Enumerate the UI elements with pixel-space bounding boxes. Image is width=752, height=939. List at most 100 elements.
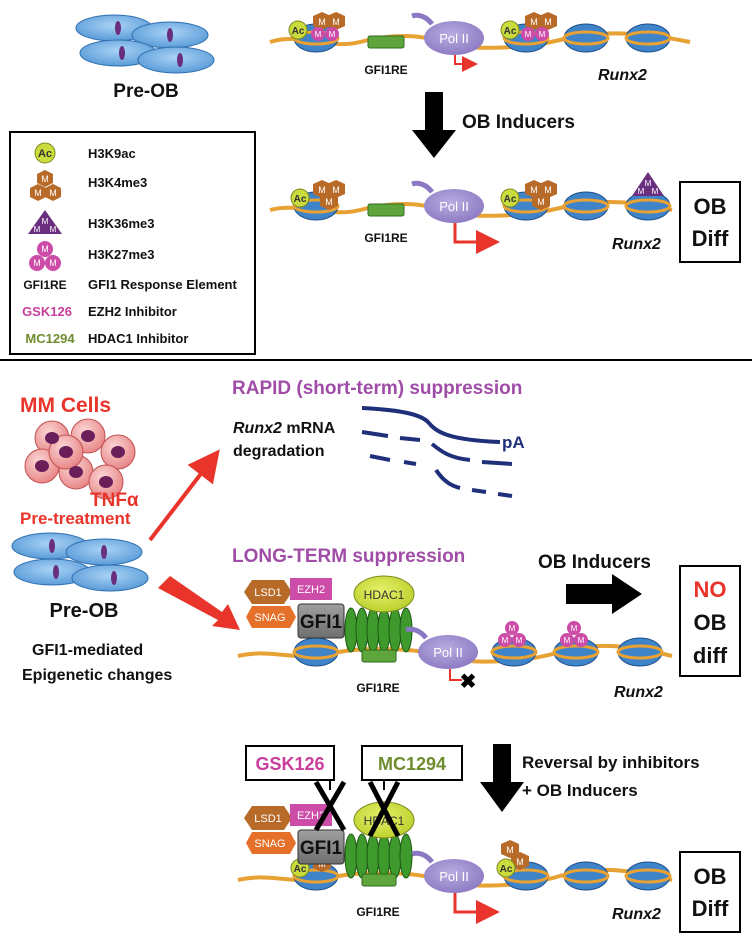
gfi1re-element-reversed [361, 873, 397, 887]
ob-diff-line1-top: OB [694, 194, 727, 219]
legend-gsk126-text: EZH2 Inhibitor [88, 304, 177, 319]
mc1294-label: MC1294 [378, 754, 446, 774]
svg-text:M: M [537, 197, 545, 207]
legend-gfi1re-text: GFI1 Response Element [88, 277, 237, 292]
legend-box [9, 131, 256, 355]
svg-text:M: M [578, 636, 585, 645]
gfi1re-element-top [367, 35, 405, 49]
ob-diff-line2-top: Diff [692, 226, 729, 251]
svg-text:M: M [34, 225, 41, 234]
preob-label-top: Pre-OB [113, 81, 178, 102]
svg-text:Ac: Ac [504, 194, 517, 205]
svg-text:M: M [41, 174, 49, 184]
histone-marks-top: Ac M M M M Ac M M M M [288, 12, 557, 41]
svg-text:M: M [42, 217, 49, 226]
gsk126-box [245, 745, 335, 781]
svg-text:M: M [539, 30, 546, 39]
svg-text:Ac: Ac [38, 148, 52, 160]
nucleosomes-repressed [292, 637, 664, 667]
gfi1re-label-reversed: GFI1RE [356, 905, 399, 919]
mrna-line1: Runx2 mRNA [233, 420, 336, 437]
svg-text:SNAG: SNAG [254, 612, 285, 624]
legend-mc1294-symbol: MC1294 [25, 331, 75, 346]
legend-h3k36me3-symbol: M M M [28, 210, 62, 234]
rapid-title: RAPID (short-term) suppression [232, 378, 522, 399]
gfi1re-element-repressed [361, 649, 397, 663]
no-ob-diff-box [679, 565, 741, 677]
reversal-arrow [480, 744, 524, 812]
epigenetic-changes-label: Epigenetic changes [22, 667, 172, 684]
pol-ii-label-active: Pol II [439, 199, 469, 214]
svg-text:M: M [34, 188, 42, 198]
svg-text:M: M [329, 30, 336, 39]
svg-text:M: M [332, 185, 340, 195]
svg-text:M: M [49, 188, 57, 198]
reversal-line1: Reversal by inhibitors [522, 753, 700, 772]
svg-text:M: M [525, 30, 532, 39]
mm-cells-cluster [24, 418, 136, 500]
svg-text:GFI1: GFI1 [300, 838, 343, 859]
svg-text:EZH2: EZH2 [297, 810, 325, 822]
svg-text:EZH2: EZH2 [297, 584, 325, 596]
svg-text:M: M [506, 845, 514, 855]
svg-text:HDAC1: HDAC1 [364, 588, 405, 602]
svg-text:Ac: Ac [294, 864, 307, 875]
svg-text:Ac: Ac [500, 864, 513, 875]
svg-text:M: M [332, 17, 340, 27]
legend-h3k9ac-symbol: Ac [34, 142, 56, 164]
gfi1re-label-top: GFI1RE [364, 63, 407, 77]
runx2-label-active: Runx2 [612, 236, 661, 253]
svg-text:M: M [652, 187, 659, 196]
runx2-label-top: Runx2 [598, 67, 647, 84]
mc1294-cross-icon [367, 780, 401, 838]
ob-inducers-label-top: OB Inducers [462, 112, 575, 133]
blocked-transcription-arrow [449, 669, 462, 681]
svg-text:M: M [41, 244, 49, 254]
svg-text:GFI1: GFI1 [300, 612, 343, 633]
reversal-line2: + OB Inducers [522, 781, 638, 800]
gfi1re-element-active [367, 203, 405, 217]
legend-h3k36me3-text: H3K36me3 [88, 216, 155, 231]
pol-ii-repressed [418, 635, 478, 669]
mrna-degradation-lines [361, 406, 513, 498]
svg-text:HDAC1: HDAC1 [364, 814, 405, 828]
runx2-label-reversed: Runx2 [612, 906, 661, 923]
ob-diff-box-bottom [679, 851, 741, 933]
legend-h3k27me3-text: H3K27me3 [88, 247, 155, 262]
svg-text:M: M [502, 636, 509, 645]
transcription-arrow-active [453, 223, 500, 254]
svg-text:M: M [509, 624, 516, 633]
svg-text:M: M [318, 17, 326, 27]
legend-mc1294-text: HDAC1 Inhibitor [88, 331, 188, 346]
svg-text:M: M [645, 179, 652, 188]
gfi1-mediated-label: GFI1-mediated [32, 642, 143, 659]
legend-h3k9ac-text: H3K9ac [88, 146, 136, 161]
svg-text:M: M [530, 17, 538, 27]
mrna-line2: degradation [233, 443, 325, 460]
ob-diff-line2-bottom: Diff [692, 896, 729, 921]
svg-text:Ac: Ac [294, 194, 307, 205]
gfi1re-label-active: GFI1RE [364, 231, 407, 245]
ob-diff-line1-bottom: OB [694, 864, 727, 889]
pol-ii-label-reversed: Pol II [439, 869, 469, 884]
svg-text:M: M [325, 197, 333, 207]
svg-text:SNAG: SNAG [254, 838, 285, 850]
svg-text:M: M [638, 187, 645, 196]
pol-ii-active [424, 189, 484, 223]
svg-text:M: M [516, 636, 523, 645]
gsk126-label: GSK126 [255, 754, 324, 774]
svg-text:M: M [33, 258, 41, 268]
svg-text:M: M [544, 17, 552, 27]
longterm-title: LONG-TERM suppression [232, 546, 465, 567]
blocked-x-icon: ✖ [460, 671, 477, 693]
mm-cells-label: MM Cells [20, 394, 111, 417]
pol-ii-label-top: Pol II [439, 31, 469, 46]
svg-text:M: M [516, 857, 524, 867]
pol-ii-reversed [424, 859, 484, 893]
pol-ii-label-repressed: Pol II [433, 645, 463, 660]
svg-text:M: M [564, 636, 571, 645]
svg-text:Ac: Ac [504, 26, 517, 37]
no-diff-label: diff [693, 643, 728, 668]
transcription-start-arrow-top [454, 55, 478, 72]
mc1294-box [361, 745, 463, 781]
